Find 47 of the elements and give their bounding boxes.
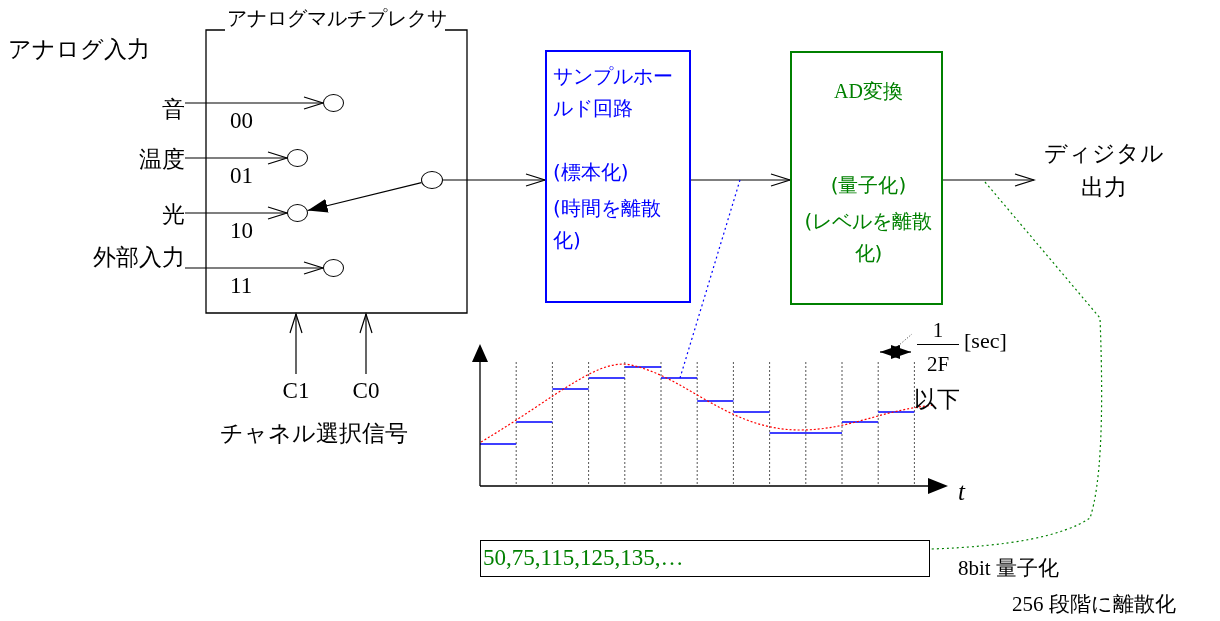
arrow <box>942 173 1035 187</box>
process-box <box>545 50 691 303</box>
box-label: サンプルホールド回路 <box>553 63 674 122</box>
arrow <box>359 313 373 375</box>
edge-label: 00 <box>230 107 253 135</box>
fraction-numerator: 1 <box>917 316 959 345</box>
note-label: 256 段階に離散化 <box>1012 591 1176 618</box>
data-sequence-box: 50,75,115,125,135,… <box>480 540 930 577</box>
arrow <box>307 182 423 213</box>
process-box <box>790 51 943 305</box>
leader-line <box>679 179 741 379</box>
arrow <box>289 313 303 375</box>
input-label: 音 <box>100 92 185 128</box>
signal-label: C0 <box>344 374 388 404</box>
input-label: 外部入力 <box>40 240 185 276</box>
switch-contact-circle <box>421 171 443 189</box>
note-label: 8bit 量子化 <box>958 555 1059 582</box>
note-label: 以下 <box>914 385 960 414</box>
switch-contact-circle <box>287 204 308 222</box>
switch-contact-circle <box>323 259 344 277</box>
edge-label: 11 <box>230 272 253 300</box>
caption-label: チャネル選択信号 <box>220 419 408 448</box>
box-label: (量子化) <box>829 172 908 199</box>
fraction-denominator: 2F <box>925 351 951 378</box>
arrow <box>184 206 288 220</box>
box-label: AD変換 <box>833 79 904 104</box>
input-label: 光 <box>100 197 185 233</box>
box-label: (レベルを離散化) <box>803 208 934 267</box>
signal-label: C1 <box>276 374 316 404</box>
arrow <box>690 173 791 187</box>
switch-contact-circle <box>323 94 344 112</box>
output-label: ディジタル出力 <box>1034 136 1174 212</box>
edge-label: 01 <box>230 162 253 190</box>
heading-label: アナログ入力 <box>8 35 150 64</box>
arrow <box>184 151 288 165</box>
arrow <box>184 261 324 275</box>
input-label: 温度 <box>100 142 185 178</box>
box-label: (標本化) <box>553 159 630 186</box>
box-heading: アナログマルチプレクサ <box>227 5 444 32</box>
switch-contact-circle <box>287 149 308 167</box>
box-label: (時間を離散化) <box>553 195 662 254</box>
arrow <box>184 96 324 110</box>
edge-label: 10 <box>230 217 253 245</box>
unit-label: [sec] <box>964 327 1007 355</box>
arrow <box>442 173 546 187</box>
leader-line <box>930 181 1103 550</box>
axis-label: t <box>958 477 965 507</box>
